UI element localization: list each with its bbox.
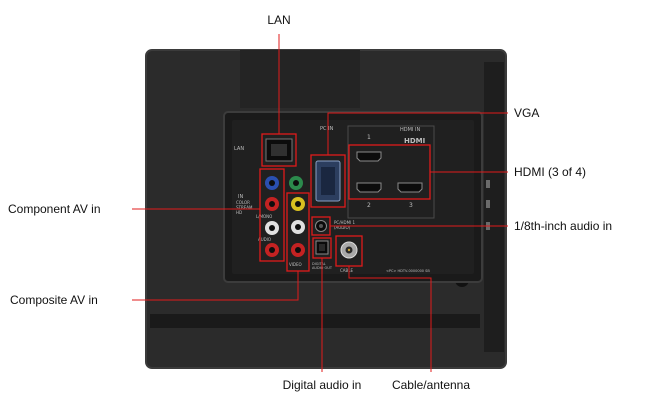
- callout-hdmi: HDMI (3 of 4): [514, 165, 586, 179]
- vent-slots: [150, 314, 480, 328]
- rca-jack-icon: [265, 197, 279, 211]
- callout-lan: LAN: [267, 13, 290, 27]
- panel-label-pc-hdmi-audio: PC/HDMI 1 (AUDIO): [334, 220, 356, 230]
- color-stream-line-2: STREAM: [236, 205, 253, 210]
- callout-vga: VGA: [514, 106, 539, 120]
- panel-footnote: <PC> HDTV-0000000 SB: [386, 269, 430, 273]
- rca-jack-icon: [291, 197, 305, 211]
- rca-jack-icon: [289, 176, 303, 190]
- hdmi-port-icon: [356, 182, 382, 193]
- panel-label-lr-mono: L/MONO: [256, 214, 272, 219]
- callout-component: Component AV in: [8, 202, 101, 216]
- color-stream-line-3: HD: [236, 210, 242, 215]
- pc-hdmi-audio-line-1: PC/HDMI 1: [334, 220, 356, 225]
- rca-jack-icon: [265, 243, 279, 257]
- leader-lines: [132, 34, 508, 372]
- rca-jack-icon: [291, 220, 305, 234]
- callout-eighth: 1/8th-inch audio in: [514, 219, 612, 233]
- rca-jack-icon: [265, 176, 279, 190]
- rj45-port-icon: [265, 138, 293, 162]
- rca-jack-icon: [265, 221, 279, 235]
- hdmi-port-number-3: 3: [409, 202, 413, 209]
- callout-cable: Cable/antenna: [392, 378, 470, 392]
- panel-label-lan: LAN: [234, 146, 244, 152]
- callout-digital: Digital audio in: [283, 378, 362, 392]
- hdmi-port-number-2: 2: [367, 202, 371, 209]
- leader-line-composite: [132, 271, 299, 301]
- panel-label-color-stream: COLOR STREAM HD: [236, 200, 254, 215]
- panel-label-audio: AUDIO: [258, 237, 271, 242]
- leader-line-cable: [348, 266, 432, 372]
- leader-line-vga: [327, 112, 508, 155]
- hdmi-port-icon: [356, 151, 382, 162]
- panel-label-hdmi-in: HDMI IN: [400, 127, 420, 133]
- panel-label-in: IN: [238, 194, 243, 200]
- color-stream-line-1: COLOR: [236, 200, 250, 205]
- rca-jack-icon: [291, 243, 305, 257]
- pc-hdmi-audio-line-2: (AUDIO): [334, 225, 351, 230]
- coax-port-icon: [340, 241, 358, 259]
- audio-jack-icon: [315, 220, 327, 232]
- digital-audio-out-line-1: DIGITAL: [312, 262, 326, 266]
- hdmi-port-number-1: 1: [367, 134, 371, 141]
- panel-label-pc-in: PC IN: [320, 126, 334, 132]
- panel-label-video: VIDEO: [289, 262, 302, 267]
- hdmi-port-icon: [397, 182, 423, 193]
- optical-port-icon: [315, 240, 329, 255]
- hdmi-logo: HDMI: [404, 137, 425, 145]
- component-av-highlight: [259, 168, 285, 262]
- panel-label-cable: CABLE: [340, 268, 354, 273]
- callout-composite: Composite AV in: [10, 293, 98, 307]
- vga-port-icon: [315, 160, 341, 202]
